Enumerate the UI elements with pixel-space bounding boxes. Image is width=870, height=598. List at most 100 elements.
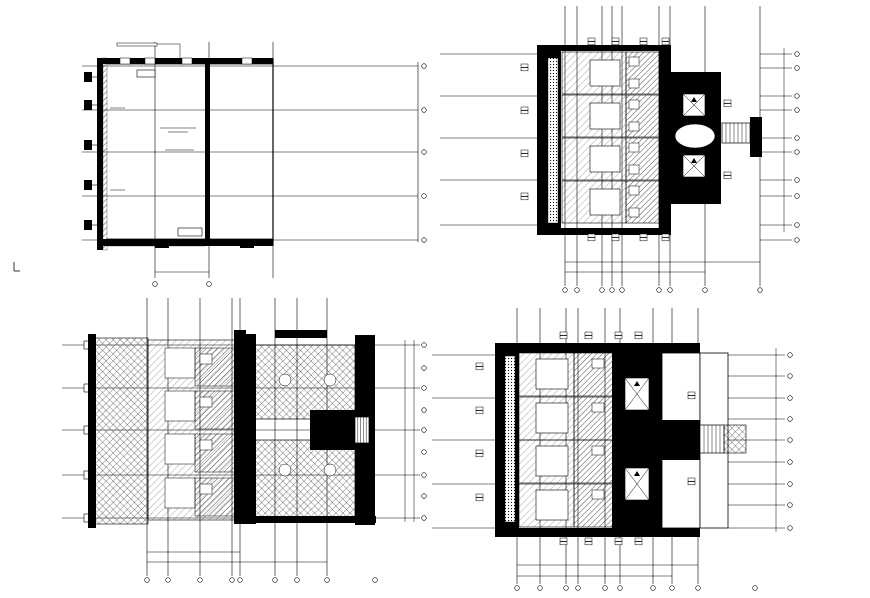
door-tag-box [475, 497, 484, 502]
unit-room [164, 477, 196, 509]
door-tag-box [687, 391, 696, 396]
facade-column [84, 100, 92, 110]
center-core-wall [234, 330, 246, 524]
door-tag-box [559, 537, 568, 542]
bath-fixture [628, 56, 640, 67]
top-wall [495, 343, 700, 353]
left-wall-infill [547, 57, 559, 224]
unit-bedroom [535, 358, 569, 390]
door-tag-box [559, 331, 568, 336]
stair-core-poche [612, 343, 662, 535]
door-tag-box [661, 37, 670, 42]
left-wall-infill [504, 355, 516, 523]
door-tag-right [687, 391, 696, 400]
door-tag-box [687, 477, 696, 482]
door-tag-box [584, 331, 593, 336]
top-wall-segment [275, 330, 327, 338]
door-tag-box [634, 541, 643, 546]
window-tag-left [475, 449, 484, 458]
door-tag-box [520, 110, 529, 115]
door-tag-box [587, 233, 596, 238]
door-tag-box [587, 237, 596, 242]
door-tag-box [614, 541, 623, 546]
stair-symbol-upper [624, 377, 650, 411]
left-wall-poche [97, 58, 103, 250]
door-tag-top [584, 331, 593, 340]
stair-diagonal [624, 377, 650, 411]
axis-bubble-bottom [650, 585, 656, 591]
door-tag-box [475, 449, 484, 454]
window-tag-left [520, 149, 529, 158]
facade-column [84, 180, 92, 190]
door-tag-box [559, 541, 568, 546]
axis-bubble-right [421, 365, 427, 371]
door-tag-right [687, 477, 696, 486]
axis-bubble-bottom [206, 281, 212, 287]
door-tag-box [584, 537, 593, 542]
unit-bedroom [589, 102, 621, 130]
axis-bubble-bottom [563, 585, 569, 591]
door-tag-box [639, 233, 648, 238]
axis-bubble-right [794, 107, 800, 113]
door-tag-top [634, 331, 643, 340]
window-tag-left [475, 493, 484, 502]
door-tag-bottom [587, 233, 596, 242]
stair-symbol-lower [682, 154, 706, 178]
axis-bubble-right [794, 193, 800, 199]
door-tag-box [661, 233, 670, 238]
unit-bedroom [535, 445, 569, 477]
stair-arrow [634, 471, 640, 476]
bath-fixture [591, 445, 605, 456]
door-tag-box [559, 335, 568, 340]
door-tag-box [723, 175, 732, 180]
axis-bubble-right [421, 63, 427, 69]
stair-symbol-lower [624, 467, 650, 501]
bath-fixture [628, 78, 640, 89]
door-tag-box [475, 493, 484, 498]
stair-arrow [691, 97, 697, 102]
bath-hatch [194, 477, 236, 517]
door-tag-top [559, 331, 568, 340]
door-tag-box [611, 37, 620, 42]
door-tag-top [661, 37, 670, 46]
window-tag-left [475, 362, 484, 371]
unit-bedroom [535, 402, 569, 434]
furniture-table [278, 373, 292, 387]
sheet-corner-mark [13, 262, 20, 272]
axis-bubble-bottom [144, 577, 150, 583]
steps-outline [354, 416, 370, 444]
bottom-wall [495, 528, 700, 537]
door-tag-box [634, 331, 643, 336]
unit-bedroom [589, 188, 621, 216]
unit-room [164, 347, 196, 379]
axis-bubble-right [421, 193, 427, 199]
axis-bubble-bottom [372, 577, 378, 583]
entrance-steps [699, 424, 725, 454]
facade-column [84, 220, 92, 230]
axis-bubble-right [787, 395, 793, 401]
door-tag-box [614, 537, 623, 542]
window-opening [181, 57, 193, 65]
core-wall [659, 45, 671, 235]
plan-a-ground-floor [82, 42, 427, 287]
stair-diagonal [682, 154, 706, 178]
axis-bubble-right [787, 525, 793, 531]
axis-bubble-bottom [152, 281, 158, 287]
door-tag-box [475, 410, 484, 415]
left-wall-hatch [102, 57, 108, 251]
door-tag-box [587, 41, 596, 46]
door-tag-box [475, 366, 484, 371]
bath-fixture [591, 402, 605, 413]
plan-b-upper-floor [440, 6, 800, 293]
axis-bubble-bottom [324, 577, 330, 583]
axis-bubble-bottom [237, 577, 243, 583]
bath-fixture [199, 439, 213, 451]
hall-crosshatch [254, 439, 356, 519]
axis-bubble-bottom [752, 585, 758, 591]
axis-bubble-bottom [602, 585, 608, 591]
axis-bubble-bottom [667, 287, 673, 293]
door-tag-box [520, 149, 529, 154]
plan-d-upper-floor-variant [432, 308, 793, 591]
door-tag-top [611, 37, 620, 46]
door-tag-box [634, 537, 643, 542]
